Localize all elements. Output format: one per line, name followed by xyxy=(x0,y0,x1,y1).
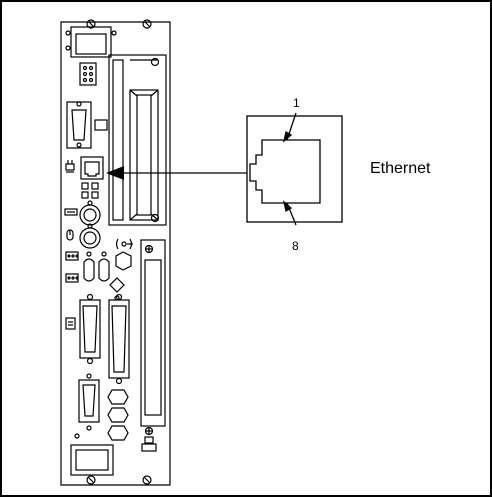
rj45-detail xyxy=(246,112,343,226)
panel-outline xyxy=(60,21,171,486)
screw-bottom-left xyxy=(86,475,96,485)
power-connector xyxy=(79,62,97,86)
ethernet-port-icon xyxy=(65,160,75,173)
screw-top-left xyxy=(86,19,96,29)
audio-jack xyxy=(115,251,132,271)
audio-icon xyxy=(115,238,133,250)
keyboard-port xyxy=(79,204,101,226)
hex-button-1 xyxy=(107,389,129,405)
computer-rear-panel xyxy=(60,19,171,486)
mouse-port xyxy=(79,227,101,249)
hex-button-2 xyxy=(107,407,129,423)
ethernet-label: Ethernet xyxy=(370,160,431,177)
mouse-icon xyxy=(66,229,74,241)
top-bracket xyxy=(70,26,112,58)
bottom-bracket xyxy=(70,444,114,476)
hex-button-3 xyxy=(107,425,129,441)
rj45-detail-box xyxy=(246,115,343,223)
usb-ports xyxy=(65,251,110,283)
rj45-socket-outline xyxy=(249,139,321,204)
printer-icon xyxy=(65,317,76,330)
pin-8-label: 8 xyxy=(292,239,299,253)
ethernet-port xyxy=(80,156,104,180)
serial-port xyxy=(66,101,92,149)
screw-bottom-right xyxy=(142,475,152,485)
expansion-slot xyxy=(108,54,167,226)
lower-serial-port xyxy=(78,379,100,423)
expansion-card xyxy=(140,239,166,427)
screw-top-right xyxy=(142,19,152,29)
keyboard-icon xyxy=(64,208,78,216)
callout-arrow xyxy=(106,166,247,180)
pin-1-label: 1 xyxy=(293,96,300,110)
diamond-indicator xyxy=(109,277,125,293)
